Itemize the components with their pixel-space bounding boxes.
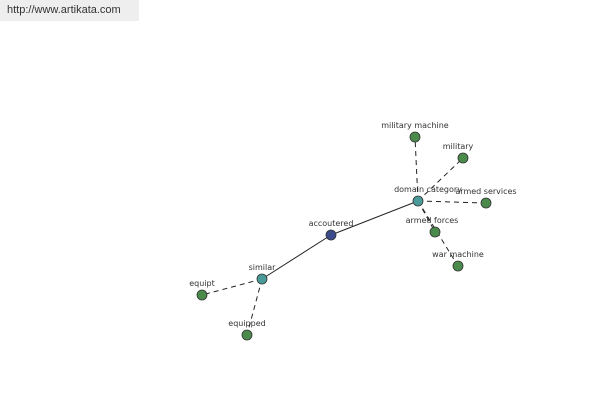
edge-domain-category-military [417,157,464,202]
node-label[interactable]: equipped [228,319,265,328]
graph-nodes: accoutered similar domain category equipt eq… [189,121,517,341]
node-equipt[interactable]: equipt [189,279,215,301]
node-dot[interactable] [452,260,464,272]
node-dot[interactable] [196,289,208,301]
node-dot[interactable] [480,197,492,209]
edge-similar-equipped [246,278,263,336]
edge-domain-category-military-machine [414,136,419,202]
node-label[interactable]: similar [249,263,277,272]
node-dot[interactable] [325,229,337,241]
graph-edges [201,136,487,336]
edge-domain-category-armed-services [417,200,487,204]
edge-accoutered-domain-category [330,200,419,236]
edge-accoutered-similar [261,234,332,280]
node-dot[interactable] [457,152,469,164]
node-military-machine[interactable]: military machine [381,121,449,143]
url-banner: http://www.artikata.com [0,0,139,21]
node-war-machine[interactable]: war machine [432,250,484,272]
node-dot[interactable] [429,226,441,238]
node-dot[interactable] [409,131,421,143]
node-label[interactable]: armed forces [406,216,459,225]
node-dot[interactable] [256,273,268,285]
node-similar[interactable]: similar [249,263,277,285]
node-equipped[interactable]: equipped [228,319,266,341]
node-armed-services[interactable]: armed services [455,187,517,209]
node-label[interactable]: military [443,142,474,151]
node-domain-category[interactable]: domain category [394,185,462,207]
node-label[interactable]: war machine [432,250,484,259]
node-dot[interactable] [241,329,253,341]
node-accoutered[interactable]: accoutered [309,219,354,241]
edge-domain-category-armed-forces [417,200,436,233]
node-label[interactable]: equipt [189,279,215,288]
site-url-link[interactable]: http://www.artikata.com [7,4,121,16]
node-label[interactable]: armed services [455,187,516,196]
node-label[interactable]: military machine [381,121,449,130]
node-military[interactable]: military [443,142,474,164]
node-armed-forces[interactable]: armed forces [406,216,459,238]
edge-similar-equipt [201,278,263,296]
node-label[interactable]: domain category [394,185,462,194]
node-label[interactable]: accoutered [309,219,354,228]
node-dot[interactable] [412,195,424,207]
